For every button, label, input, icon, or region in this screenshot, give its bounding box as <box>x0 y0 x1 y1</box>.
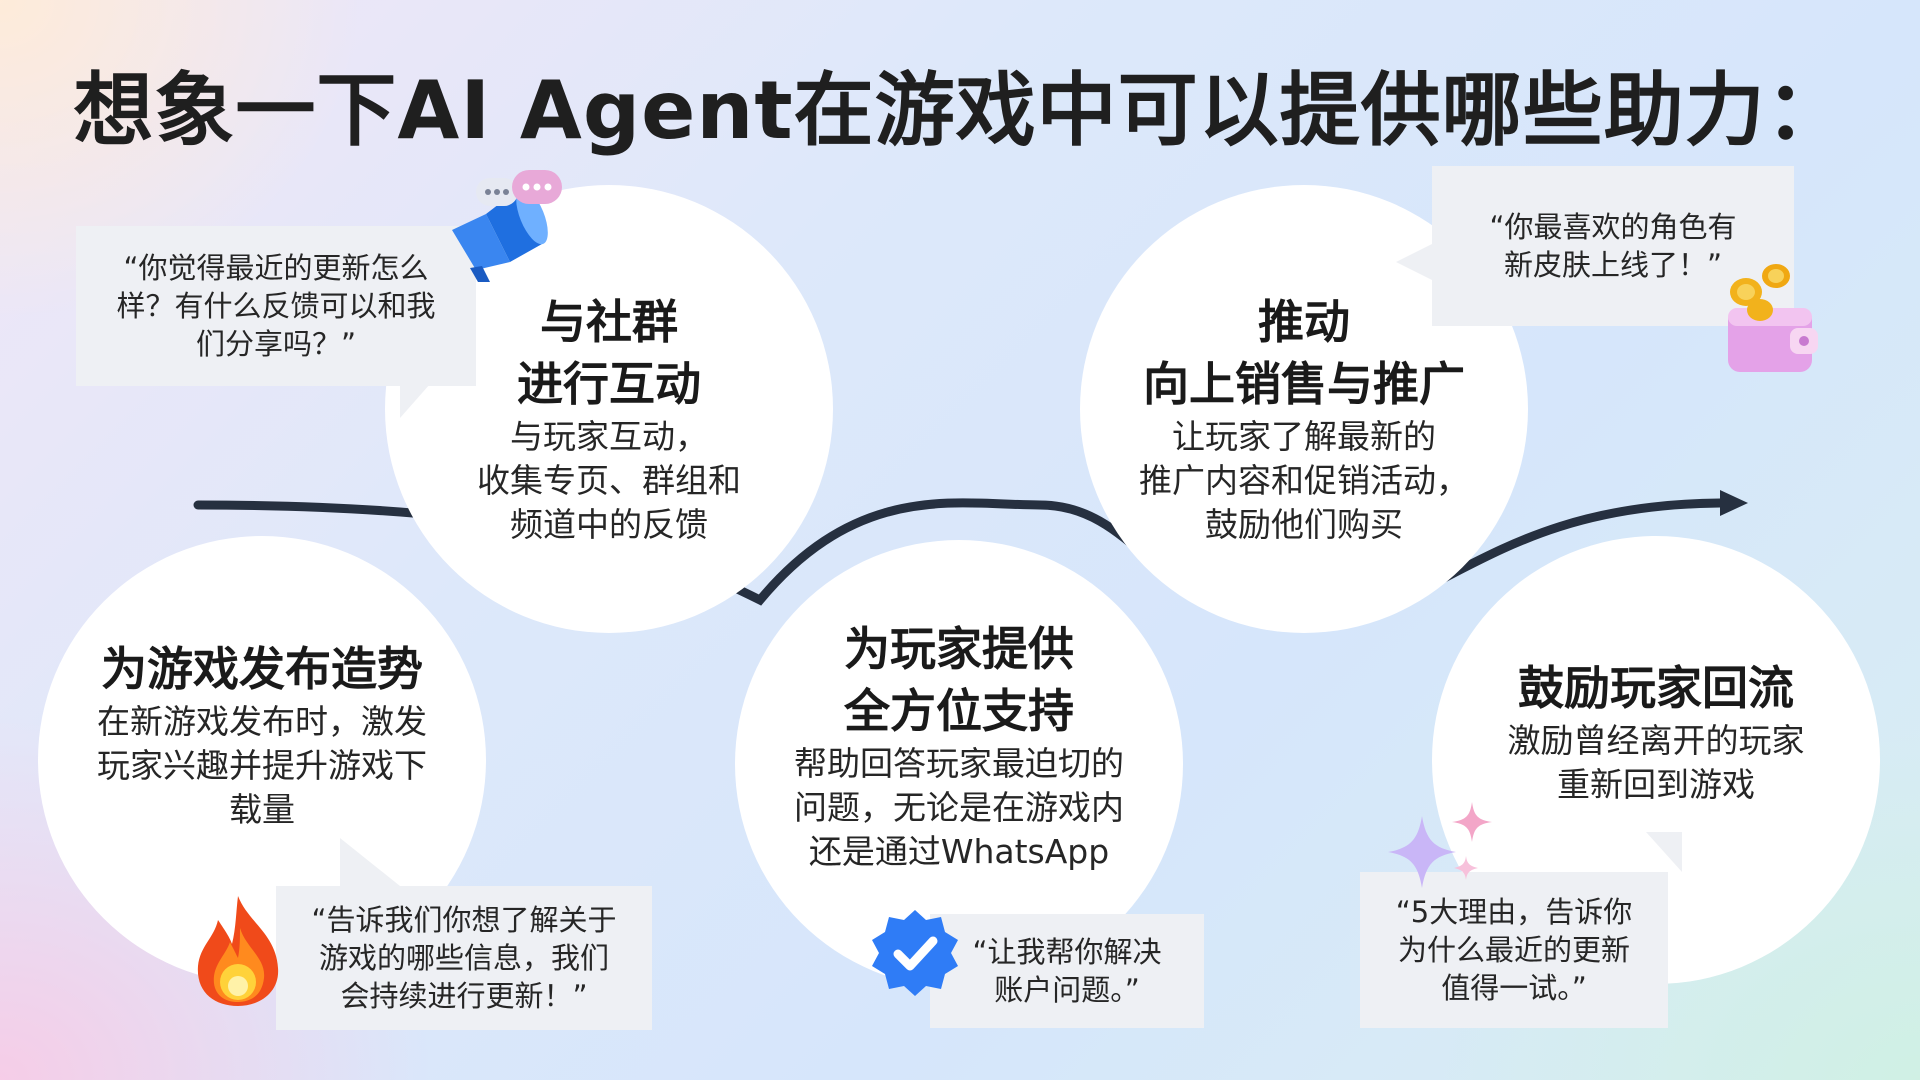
fire-icon <box>197 896 279 1006</box>
step-description: 重新回到游戏 <box>1557 765 1755 804</box>
step-description: 收集专页、群组和 <box>477 461 741 500</box>
step-description: 玩家兴趣并提升游戏下 <box>97 746 427 785</box>
arrow-head-icon <box>1720 490 1748 516</box>
quote-tail <box>1396 244 1432 280</box>
quote-line: 值得一试。” <box>1441 971 1587 1005</box>
step-description: 载量 <box>229 790 295 829</box>
step-description: 问题，无论是在游戏内 <box>794 788 1124 827</box>
step-description: 频道中的反馈 <box>510 505 708 544</box>
quote-tail <box>400 384 430 418</box>
quote-tail <box>1646 832 1682 872</box>
megaphone-chat-icon <box>452 170 562 282</box>
step-description: 在新游戏发布时，激发 <box>97 702 427 741</box>
step-description: 鼓励他们购买 <box>1205 505 1403 544</box>
step-heading: 为游戏发布造势 <box>101 642 423 696</box>
quote-line: 样？有什么反馈可以和我 <box>116 289 436 323</box>
step-description: 让玩家了解最新的 <box>1172 417 1436 456</box>
verified-badge-icon <box>872 910 958 996</box>
quote-tail <box>340 838 400 886</box>
quote-line: 会持续进行更新！” <box>340 979 588 1013</box>
step-heading: 推动 <box>1258 295 1350 349</box>
step-heading: 进行互动 <box>517 357 701 411</box>
quote-line: “告诉我们你想了解关于 <box>311 903 617 937</box>
quote-line: “5大理由，告诉你 <box>1395 895 1633 929</box>
quote-line: 们分享吗？” <box>195 327 357 361</box>
step-description: 激励曾经离开的玩家 <box>1507 721 1805 760</box>
quote-bubble-support: “让我帮你解决 账户问题。” <box>930 914 1204 1028</box>
quote-line: 新皮肤上线了！” <box>1503 248 1723 282</box>
quote-line: “你觉得最近的更新怎么 <box>123 251 429 285</box>
quote-bubble-launch: “告诉我们你想了解关于 游戏的哪些信息，我们 会持续进行更新！” <box>276 886 652 1030</box>
page-title: 想象一下AI Agent在游戏中可以提供哪些助力： <box>73 64 1847 157</box>
quote-line: 账户问题。” <box>994 973 1140 1007</box>
step-heading: 与社群 <box>540 295 678 349</box>
quote-bubble-community: “你觉得最近的更新怎么 样？有什么反馈可以和我 们分享吗？” <box>76 226 476 386</box>
step-heading: 鼓励玩家回流 <box>1518 661 1794 715</box>
quote-line: “你最喜欢的角色有 <box>1489 210 1737 244</box>
step-circle-support: 为玩家提供 全方位支持 帮助回答玩家最迫切的 问题，无论是在游戏内 还是通过Wh… <box>735 540 1183 988</box>
step-heading: 全方位支持 <box>844 684 1074 738</box>
step-heading: 为玩家提供 <box>844 622 1074 676</box>
quote-bubble-return: “5大理由，告诉你 为什么最近的更新 值得一试。” <box>1360 872 1668 1028</box>
coins-wallet-icon <box>1728 264 1818 372</box>
quote-line: 为什么最近的更新 <box>1397 933 1630 967</box>
sparkles-icon <box>1388 802 1492 888</box>
quote-line: 游戏的哪些信息，我们 <box>318 941 609 975</box>
quote-line: “让我帮你解决 <box>972 935 1162 969</box>
step-description: 还是通过WhatsApp <box>808 832 1110 871</box>
step-heading: 向上销售与推广 <box>1143 357 1465 411</box>
step-description: 帮助回答玩家最迫切的 <box>794 744 1124 783</box>
step-description: 推广内容和促销活动， <box>1139 461 1469 500</box>
step-description: 与玩家互动， <box>510 417 708 456</box>
